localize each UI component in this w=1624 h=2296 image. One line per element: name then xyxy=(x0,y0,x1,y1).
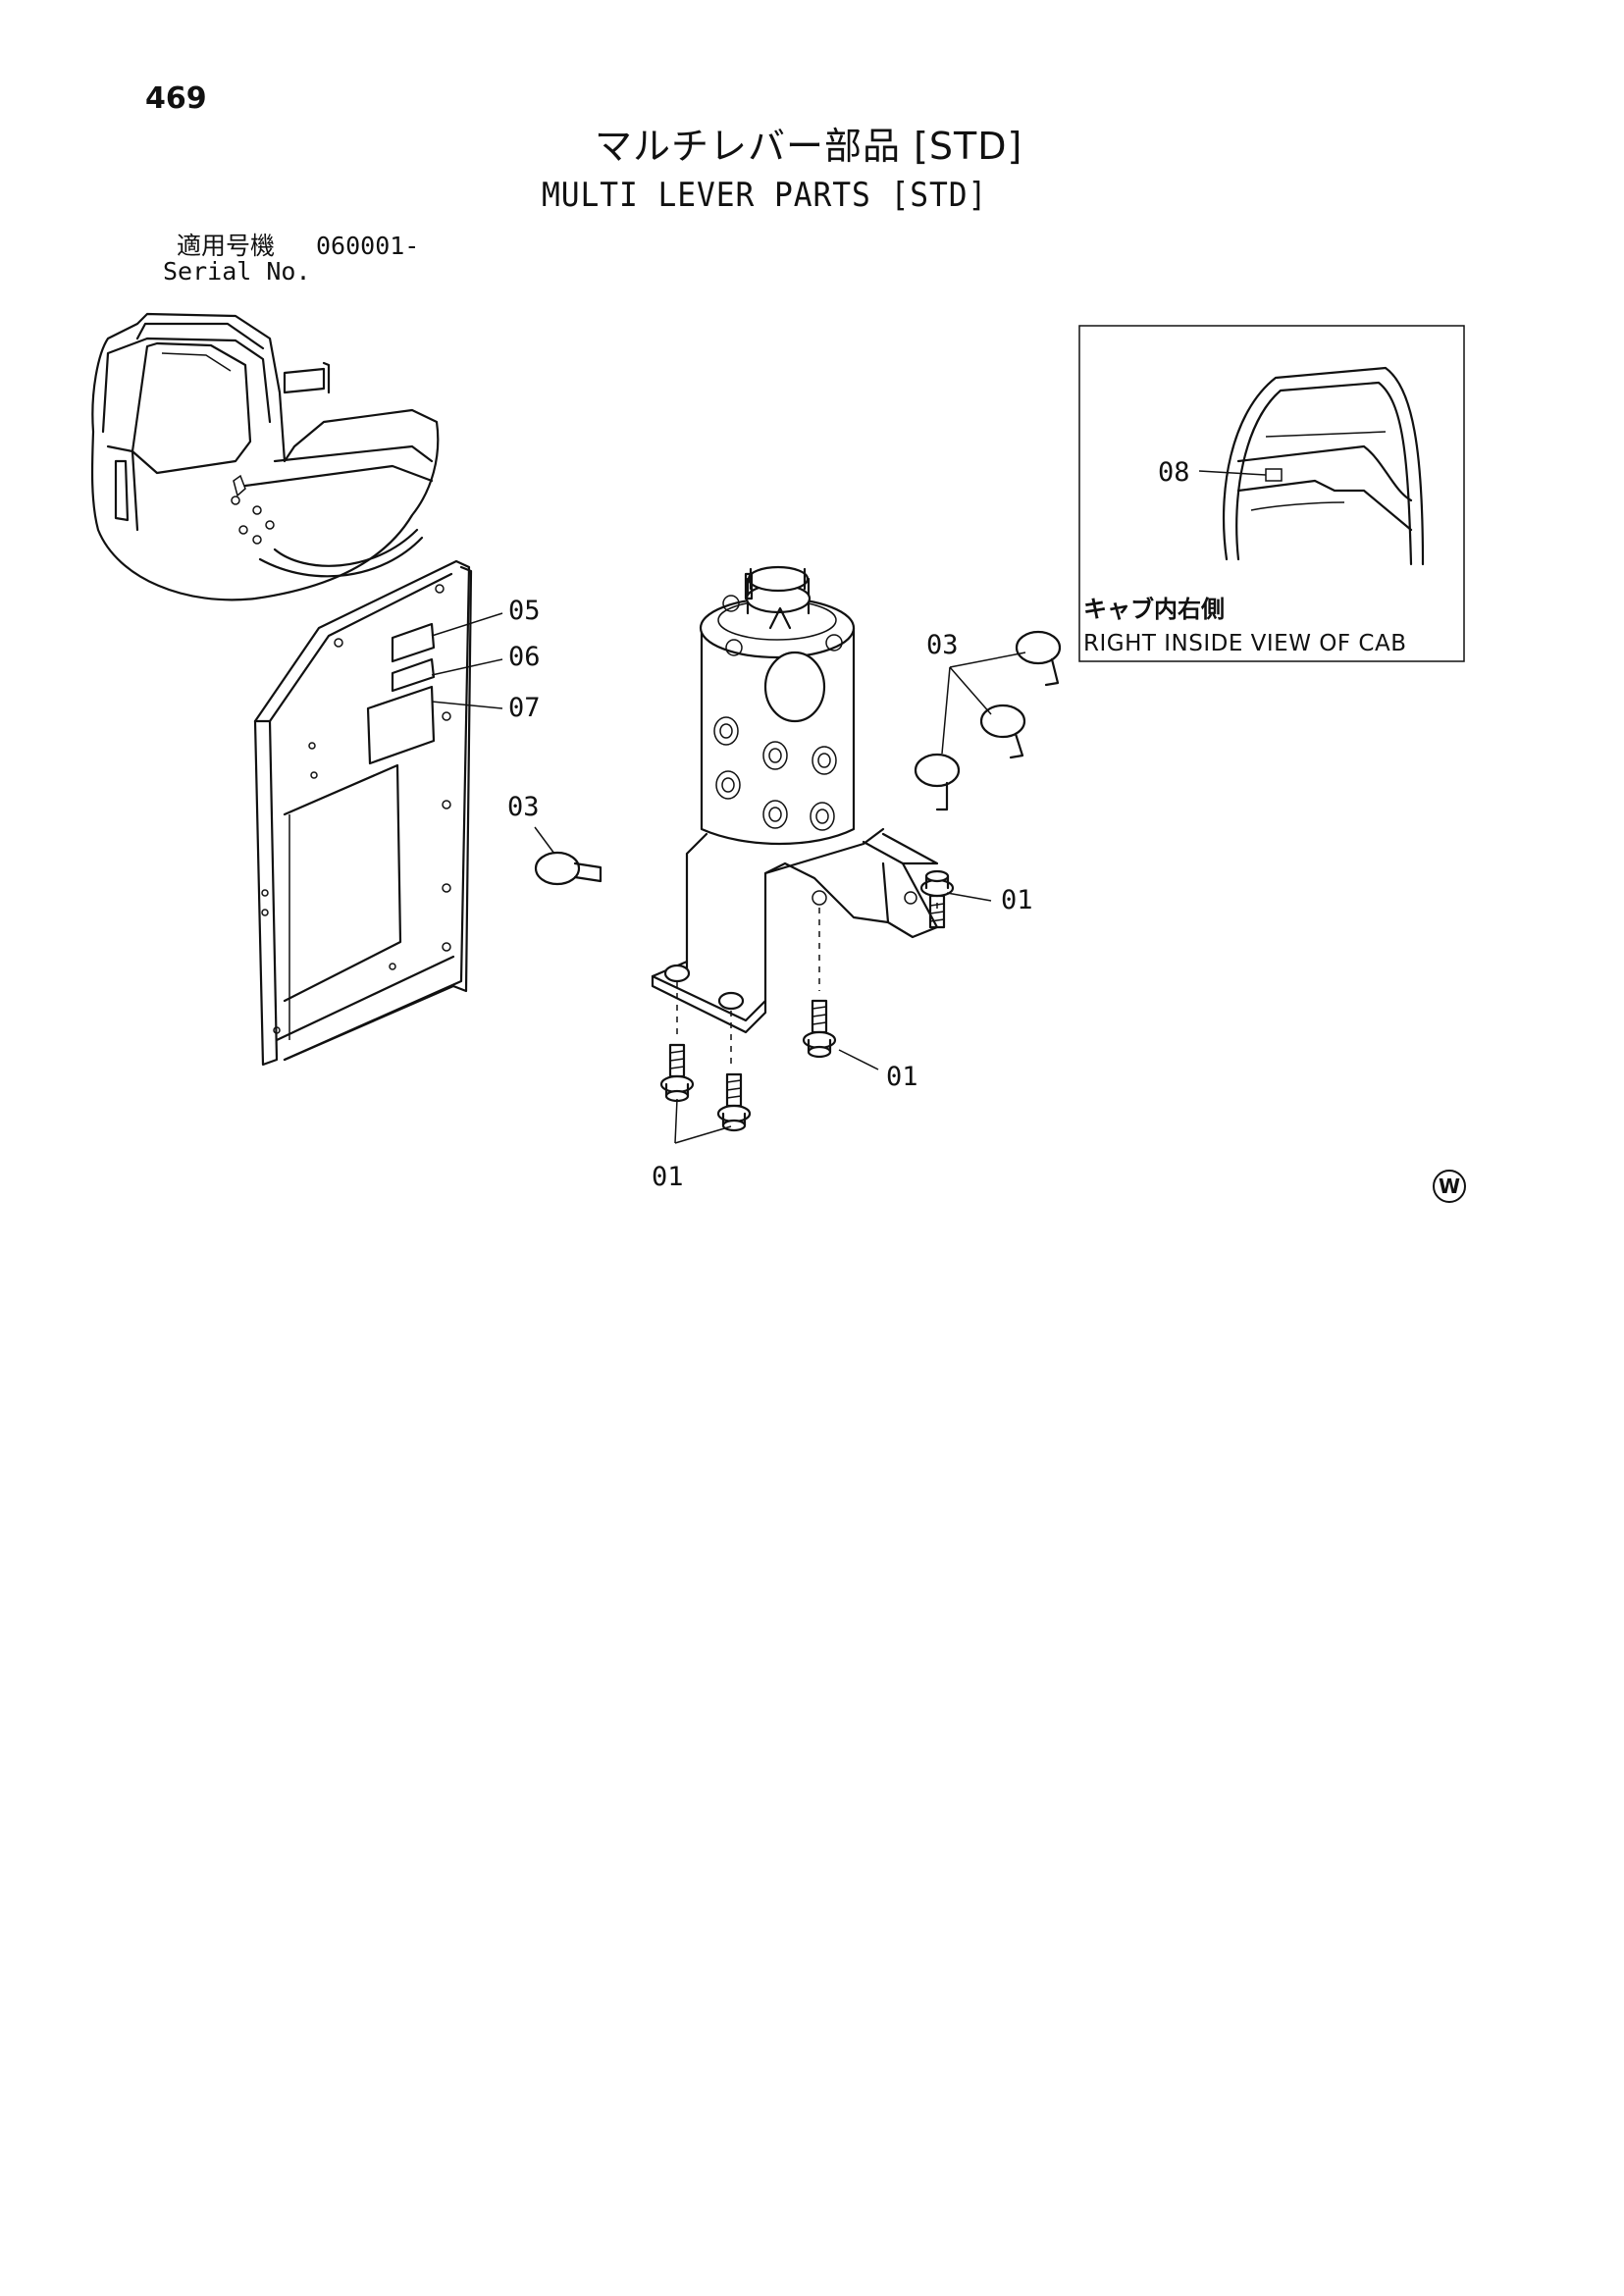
serial-number: 060001- xyxy=(316,232,420,260)
callout-01-right: 01 xyxy=(1001,885,1033,915)
serial-label-japanese: 適用号機 xyxy=(177,232,276,260)
title-japanese: マルチレバー部品 [STD] xyxy=(595,125,1023,168)
excavator-overview-drawing xyxy=(90,312,440,601)
page-number: 469 xyxy=(145,81,207,116)
inset-caption-english: RIGHT INSIDE VIEW OF CAB xyxy=(1083,631,1407,656)
serial-label-english: Serial No. xyxy=(163,257,311,286)
w-mark-icon: W xyxy=(1433,1170,1466,1203)
inset-caption-japanese: キャブ内右側 xyxy=(1083,596,1225,623)
callout-06: 06 xyxy=(508,642,541,672)
title-english: MULTI LEVER PARTS [STD] xyxy=(542,176,988,215)
cab-inset xyxy=(1078,325,1465,662)
callout-03-left: 03 xyxy=(507,792,540,822)
callout-01-center: 01 xyxy=(886,1062,918,1092)
multi-lever-valve-drawing xyxy=(651,565,939,1070)
side-panel-drawing xyxy=(253,559,473,1067)
leader-lines xyxy=(431,612,1026,1144)
callout-03-right: 03 xyxy=(926,630,959,660)
callout-05: 05 xyxy=(508,596,541,626)
callout-07: 07 xyxy=(508,693,541,723)
callout-01-bottom: 01 xyxy=(652,1162,684,1192)
clamp-drawings xyxy=(534,630,1062,886)
bolt-drawings xyxy=(659,869,955,1132)
callout-08: 08 xyxy=(1158,457,1190,488)
